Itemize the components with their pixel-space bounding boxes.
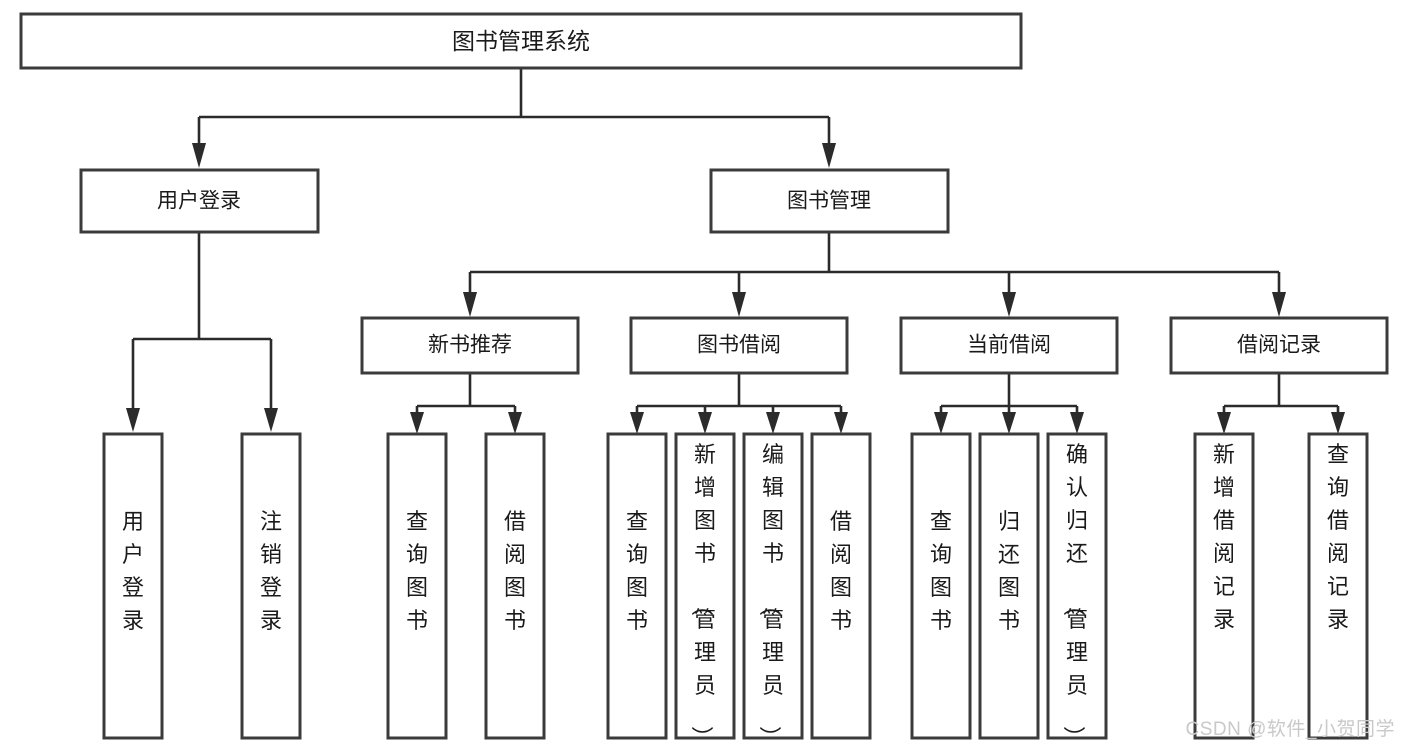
node-borrow-record-label: 借阅记录 [1237,334,1321,357]
leaf-box[interactable] [606,432,668,740]
leaf-box[interactable] [484,432,546,740]
leaf-label: 注销登录 [260,509,282,633]
node-new-book-recommend[interactable]: 新书推荐 [360,316,580,375]
arrow-userlogin-leaf-1 [126,408,140,432]
node-user-login[interactable]: 用户登录 [79,168,320,234]
node-current-borrow-label: 当前借阅 [967,334,1051,357]
arrow-bookmgmt-to-record [1272,292,1286,317]
leaf-box[interactable] [102,432,164,740]
node-root-label: 图书管理系统 [452,28,590,54]
node-user-login-box[interactable] [79,168,320,234]
leaf-record-query[interactable]: 查询借阅记录 [1307,432,1369,740]
node-current-borrow-box[interactable] [899,316,1119,375]
node-book-borrow[interactable]: 图书借阅 [629,316,849,375]
arrow-current-leaf-1 [934,412,948,434]
arrow-borrow-leaf-1 [630,412,644,434]
leaf-label: 查询图书 [626,509,648,633]
leaf-label: 借阅图书 [504,509,526,633]
leaf-user-login-login[interactable]: 用户登录 [102,432,164,740]
arrow-bookmgmt-to-newbook [463,292,477,317]
leaf-box[interactable] [1193,432,1255,740]
node-new-book-recommend-box[interactable] [360,316,580,375]
arrow-bookmgmt-to-borrow [732,292,746,317]
leaf-borrow-borrow-book[interactable]: 借阅图书 [810,432,872,740]
node-borrow-record[interactable]: 借阅记录 [1169,316,1389,375]
leaf-label: 查询图书 [406,509,428,633]
arrow-current-leaf-2 [1002,412,1016,434]
node-book-management-box[interactable] [709,168,950,234]
leaf-box[interactable] [674,432,736,740]
node-borrow-record-box[interactable] [1169,316,1389,375]
node-user-login-label: 用户登录 [157,190,241,213]
leaf-borrow-query[interactable]: 查询图书 [606,432,668,740]
leaf-label: 新增图书（管理员） [689,442,716,747]
leaf-current-return[interactable]: 归还图书 [978,432,1040,740]
leaf-user-login-logout[interactable]: 注销登录 [240,432,302,740]
arrow-root-to-user-login [192,143,206,168]
arrow-record-leaf-2 [1331,412,1345,434]
node-current-borrow[interactable]: 当前借阅 [899,316,1119,375]
leaf-label: 借阅图书 [830,509,852,633]
arrow-bookmgmt-to-current [1002,292,1016,317]
leaf-box[interactable] [1046,432,1108,740]
leaf-box[interactable] [910,432,972,740]
leaf-label: 查询借阅记录 [1327,442,1349,632]
arrow-borrow-leaf-2 [698,412,712,434]
arrow-record-leaf-1 [1217,412,1231,434]
arrow-newbook-leaf-1 [410,412,424,434]
leaf-label: 编辑图书（管理员） [757,442,784,747]
leaf-borrow-edit-admin[interactable]: 编辑图书（管理员） [742,432,804,747]
leaf-box[interactable] [386,432,448,740]
leaf-record-add[interactable]: 新增借阅记录 [1193,432,1255,740]
arrow-root-to-book-mgmt [822,143,836,168]
leaf-label: 用户登录 [122,509,144,633]
leaf-label: 确认归还（管理员） [1061,442,1088,747]
node-book-management[interactable]: 图书管理 [709,168,950,234]
arrow-current-leaf-3 [1070,412,1084,434]
node-book-borrow-label: 图书借阅 [697,334,781,357]
arrow-borrow-leaf-4 [834,412,848,434]
node-book-management-label: 图书管理 [787,190,871,213]
leaf-new-book-query[interactable]: 查询图书 [386,432,448,740]
leaf-box[interactable] [1307,432,1369,740]
leaf-box[interactable] [810,432,872,740]
arrow-borrow-leaf-3 [766,412,780,434]
arrow-userlogin-leaf-2 [264,408,278,432]
node-root-box[interactable] [19,12,1023,70]
node-root[interactable]: 图书管理系统 [19,12,1023,70]
leaf-current-confirm-return-admin[interactable]: 确认归还（管理员） [1046,432,1108,747]
leaf-borrow-add-admin[interactable]: 新增图书（管理员） [674,432,736,747]
leaf-label: 查询图书 [930,509,952,633]
leaf-box[interactable] [240,432,302,740]
node-book-borrow-box[interactable] [629,316,849,375]
connectors [126,68,1345,434]
leaf-label: 归还图书 [998,509,1020,633]
leaf-label: 新增借阅记录 [1213,442,1235,632]
node-new-book-recommend-label: 新书推荐 [428,334,512,357]
leaf-new-book-borrow[interactable]: 借阅图书 [484,432,546,740]
leaf-current-query[interactable]: 查询图书 [910,432,972,740]
leaf-box[interactable] [742,432,804,740]
arrow-newbook-leaf-2 [508,412,522,434]
leaf-box[interactable] [978,432,1040,740]
